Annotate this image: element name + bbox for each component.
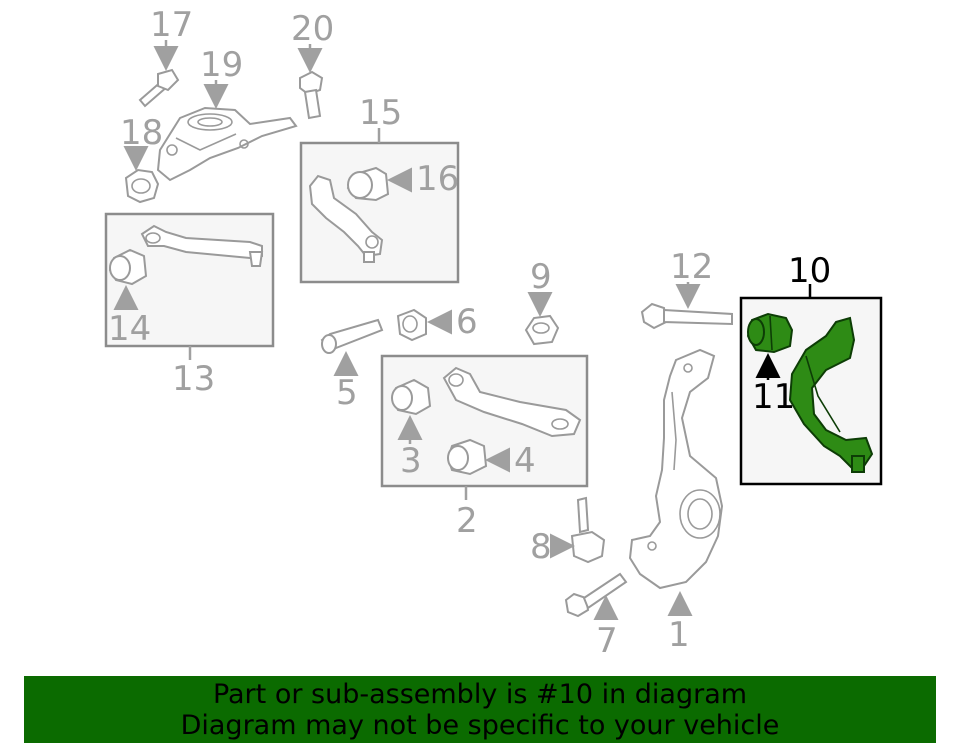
- callout-20: 20: [291, 9, 334, 49]
- bolt-17[interactable]: [138, 68, 180, 108]
- callout-9: 9: [530, 257, 552, 297]
- callout-11[interactable]: 11: [752, 377, 795, 417]
- mount-bracket-19[interactable]: [156, 106, 298, 182]
- ball-joint-8[interactable]: [570, 496, 606, 564]
- callout-18: 18: [120, 113, 163, 153]
- bolt-5[interactable]: [320, 318, 384, 354]
- control-arm-10[interactable]: [788, 316, 874, 473]
- callout-6: 6: [456, 302, 478, 342]
- bolt-20[interactable]: [299, 70, 324, 120]
- callout-19: 19: [200, 45, 243, 85]
- steering-knuckle-1[interactable]: [628, 348, 724, 590]
- notice-line-1: Part or sub-assembly is #10 in diagram: [212, 678, 748, 710]
- nut-9[interactable]: [524, 314, 560, 346]
- callout-7: 7: [596, 621, 618, 661]
- callout-2: 2: [456, 501, 478, 541]
- nut-18[interactable]: [124, 168, 160, 204]
- callout-17: 17: [150, 5, 193, 45]
- bushing-4[interactable]: [446, 438, 488, 476]
- bolt-12[interactable]: [640, 302, 733, 330]
- callout-3: 3: [400, 441, 422, 481]
- callout-15: 15: [359, 93, 402, 133]
- bushing-16[interactable]: [346, 166, 390, 202]
- callout-4: 4: [514, 441, 536, 481]
- callout-12: 12: [670, 247, 713, 287]
- bolt-7[interactable]: [564, 572, 628, 618]
- nut-6[interactable]: [396, 308, 427, 342]
- callout-1: 1: [668, 615, 690, 655]
- callout-16: 16: [416, 159, 459, 199]
- control-link-15[interactable]: [308, 174, 384, 263]
- bushing-11[interactable]: [746, 312, 794, 354]
- callout-14: 14: [108, 309, 151, 349]
- callout-13: 13: [172, 359, 215, 399]
- bushing-3[interactable]: [390, 378, 432, 416]
- bushing-14[interactable]: [108, 248, 148, 286]
- callout-10[interactable]: 10: [788, 251, 831, 291]
- notice-line-2: Diagram may not be specific to your vehi…: [180, 709, 780, 741]
- control-arm-2[interactable]: [442, 366, 582, 438]
- callout-5: 5: [336, 373, 358, 413]
- lateral-link-13[interactable]: [140, 224, 264, 267]
- callout-8: 8: [530, 527, 552, 567]
- highlight-notice-banner: Part or sub-assembly is #10 in diagram D…: [24, 676, 936, 743]
